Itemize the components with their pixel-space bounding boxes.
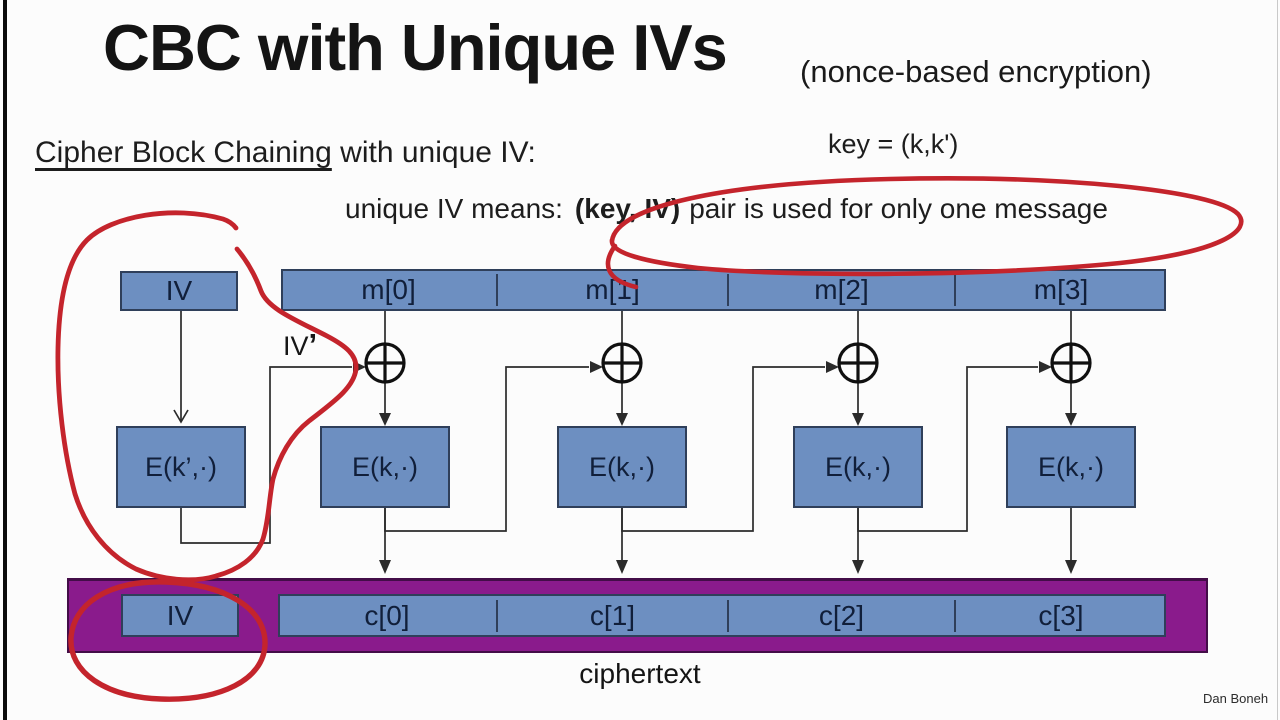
heading-underlined: Cipher Block Chaining [35,136,332,169]
page-title: CBC with Unique IVs [103,11,728,84]
e-box-1: E(k,·) [320,426,450,508]
e-box-kprime: E(k’,·) [116,426,246,508]
iv-prime-text: IV [283,331,309,361]
arrowhead-icon [852,560,864,574]
c0-block: c[0] [364,599,410,631]
arrowhead-icon [616,560,628,574]
iv-bottom-block: IV [121,594,239,637]
arrowhead-open-icon [173,409,189,424]
m0-block: m[0] [361,274,416,305]
iv-prime-tick: ’ [308,327,318,362]
means-bold: (key, IV) [574,193,681,224]
arrowhead-icon [590,361,603,373]
iv-prime-label: IV’ [283,327,317,363]
heading-rest: with unique IV: [331,136,536,169]
arrowhead-icon [379,413,391,426]
arrowhead-icon [1039,361,1052,373]
right-edge-line [1277,0,1278,720]
subtitle: (nonce-based encryption) [800,54,1152,89]
section-heading: Cipher Block Chaining with unique IV: [35,136,536,170]
m3-block: m[3] [954,274,1166,306]
arrowhead-icon [1065,560,1077,574]
iv-top-block: IV [120,271,238,311]
arrowhead-icon [353,361,366,373]
c1-block: c[1] [496,599,727,632]
author-credit: Dan Boneh [1203,691,1269,706]
m1-block: m[1] [496,274,727,306]
arrowhead-icon [1065,413,1077,426]
means-prefix: unique IV means: [345,193,563,224]
means-rest: pair is used for only one message [689,193,1108,224]
e-box-4: E(k,·) [1006,426,1136,508]
message-blocks-row: m[0] m[1] m[2] m[3] [281,269,1166,311]
e-box-2: E(k,·) [557,426,687,508]
xor-icon [601,342,643,384]
cipher-blocks-row: c[0] c[1] c[2] c[3] [278,594,1166,637]
arrowhead-icon [826,361,839,373]
arrowhead-icon [852,413,864,426]
arrowhead-icon [616,413,628,426]
xor-icon [837,342,879,384]
ciphertext-label: ciphertext [579,658,701,689]
xor-icon [1050,342,1092,384]
arrowhead-icon [379,560,391,574]
xor-icon [364,342,406,384]
key-definition-note: key = (k,k') [828,129,959,159]
e-box-3: E(k,·) [793,426,923,508]
m2-block: m[2] [727,274,954,306]
c2-block: c[2] [727,599,954,632]
c3-block: c[3] [954,599,1166,632]
left-edge-bar [3,0,7,720]
unique-iv-statement: unique IV means: (key, IV) pair is used fo… [345,193,1108,225]
annotation-loop-iv-column [55,210,359,583]
